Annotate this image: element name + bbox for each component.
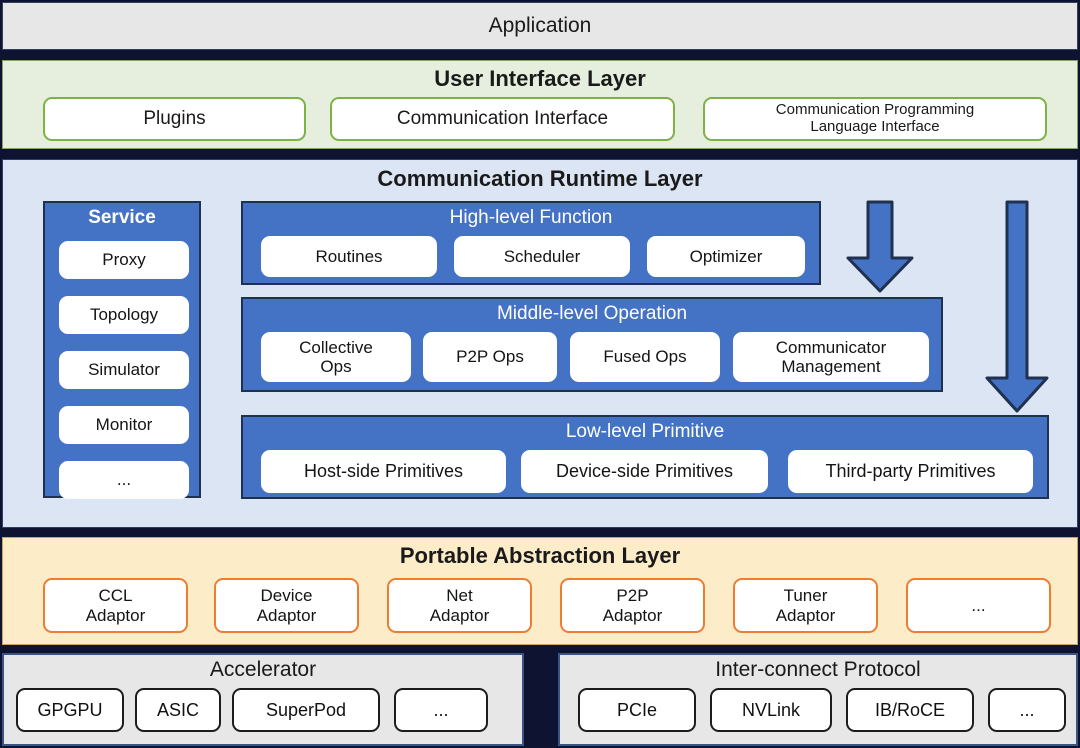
service-item-more[interactable]: ... — [59, 461, 189, 499]
pal-item-more[interactable]: ... — [906, 578, 1051, 633]
communication-runtime-layer-title: Communication Runtime Layer — [377, 166, 703, 191]
mlo-item-p2p-ops[interactable]: P2P Ops — [423, 332, 557, 382]
high-level-function-title: High-level Function — [449, 207, 613, 228]
arrow-down-short-icon — [841, 200, 919, 299]
interconnect-protocol-items: PCIe NVLink IB/RoCE ... — [560, 688, 1076, 736]
accelerator-item-more[interactable]: ... — [394, 688, 488, 732]
interconnect-item-nvlink[interactable]: NVLink — [710, 688, 832, 732]
middle-level-operation-title: Middle-level Operation — [496, 303, 688, 324]
interconnect-protocol-title: Inter-connect Protocol — [715, 658, 921, 681]
service-group: Service Proxy Topology Simulator Monitor… — [43, 201, 201, 499]
accelerator-title: Accelerator — [209, 658, 317, 681]
service-item-proxy[interactable]: Proxy — [59, 241, 189, 279]
service-item-monitor[interactable]: Monitor — [59, 406, 189, 444]
low-level-primitive-title: Low-level Primitive — [565, 421, 725, 442]
ui-item-communication-interface[interactable]: Communication Interface — [330, 97, 675, 141]
application-title: Application — [488, 14, 592, 38]
low-level-primitive-group: Low-level Primitive Host-side Primitives… — [241, 415, 1049, 499]
mlo-item-fused-ops[interactable]: Fused Ops — [570, 332, 720, 382]
service-group-title: Service — [88, 207, 156, 228]
user-interface-layer: User Interface Layer Plugins Communicati… — [2, 60, 1078, 149]
user-interface-layer-title: User Interface Layer — [434, 66, 646, 91]
hlf-item-scheduler[interactable]: Scheduler — [454, 236, 630, 277]
llp-item-host-side-primitives[interactable]: Host-side Primitives — [261, 450, 506, 493]
accelerator-group: Accelerator GPGPU ASIC SuperPod ... — [2, 653, 524, 746]
llp-item-device-side-primitives[interactable]: Device-side Primitives — [521, 450, 768, 493]
arrow-down-long-icon — [978, 200, 1056, 419]
accelerator-items: GPGPU ASIC SuperPod ... — [4, 688, 522, 736]
portable-abstraction-layer-title: Portable Abstraction Layer — [399, 543, 681, 568]
interconnect-item-pcie[interactable]: PCIe — [578, 688, 696, 732]
high-level-function-group: High-level Function Routines Scheduler O… — [241, 201, 821, 285]
interconnect-item-ib-roce[interactable]: IB/RoCE — [846, 688, 974, 732]
communication-runtime-layer: Communication Runtime Layer Service Prox… — [2, 159, 1078, 528]
user-interface-layer-items: Plugins Communication Interface Communic… — [3, 97, 1077, 143]
accelerator-item-gpgpu[interactable]: GPGPU — [16, 688, 124, 732]
accelerator-item-superpod[interactable]: SuperPod — [232, 688, 380, 732]
interconnect-item-more[interactable]: ... — [988, 688, 1066, 732]
service-item-simulator[interactable]: Simulator — [59, 351, 189, 389]
ui-item-plugins[interactable]: Plugins — [43, 97, 306, 141]
interconnect-protocol-group: Inter-connect Protocol PCIe NVLink IB/Ro… — [558, 653, 1078, 746]
hlf-item-optimizer[interactable]: Optimizer — [647, 236, 805, 277]
accelerator-item-asic[interactable]: ASIC — [135, 688, 221, 732]
hlf-item-routines[interactable]: Routines — [261, 236, 437, 277]
llp-item-third-party-primitives[interactable]: Third-party Primitives — [788, 450, 1033, 493]
application-layer: Application — [2, 2, 1078, 50]
service-item-topology[interactable]: Topology — [59, 296, 189, 334]
